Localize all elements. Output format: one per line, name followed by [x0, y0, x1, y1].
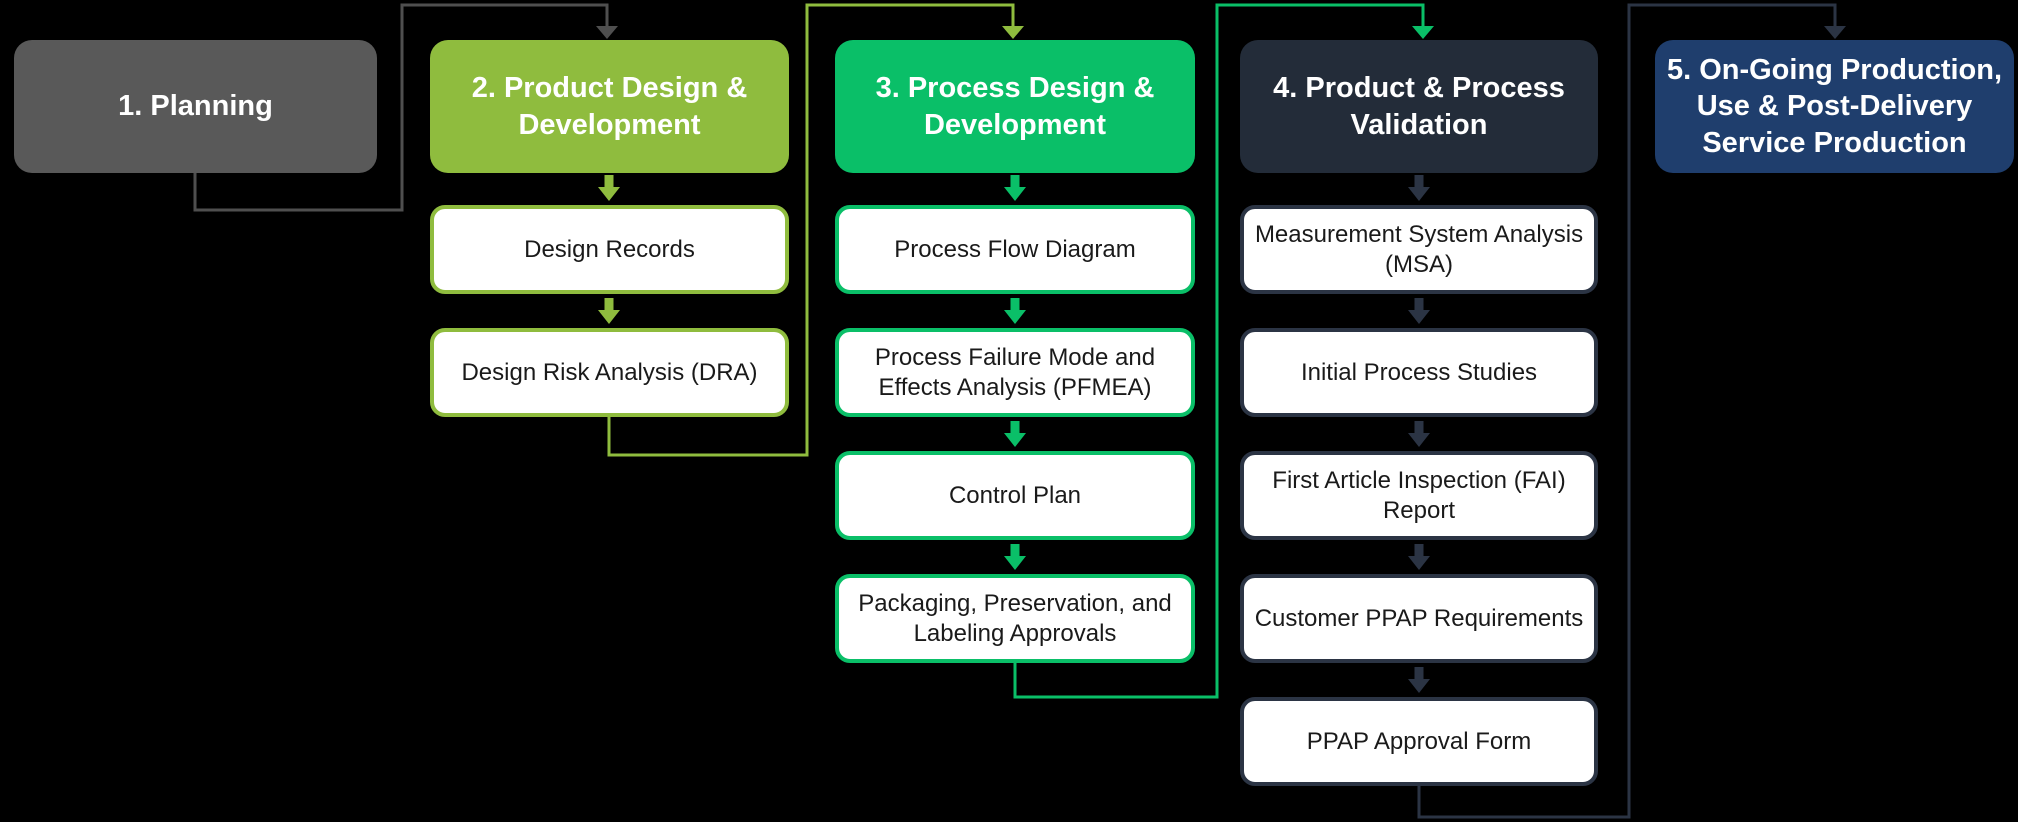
down-arrow-icon	[1004, 298, 1026, 324]
item-label: Initial Process Studies	[1300, 358, 1538, 386]
arrowhead-down-icon	[1412, 26, 1434, 39]
item-label: PPAP Approval Form	[1306, 727, 1532, 755]
phase-3-header: 3. Process Design & Development	[835, 40, 1195, 173]
down-arrow-icon	[1408, 544, 1430, 570]
phase-5-label-line: Service Production	[1702, 126, 1967, 159]
item-msa: Measurement System Analysis (MSA)	[1240, 205, 1598, 294]
item-label: Process Failure Mode and Effects Analysi…	[874, 343, 1156, 401]
phase-5-label: 5. On-Going Production, Use & Post-Deliv…	[1667, 52, 2002, 162]
arrowhead-down-icon	[1002, 26, 1024, 39]
connector-phase2-to-phase3	[607, 3, 1024, 457]
phase-4-label: 4. Product & Process Validation	[1273, 71, 1565, 141]
connector-phase4-to-phase5	[1417, 3, 1846, 819]
down-arrow-icon	[1408, 421, 1430, 447]
item-label: Design Records	[524, 235, 695, 263]
phase-3-label: 3. Process Design & Development	[875, 71, 1155, 141]
item-fai-report: First Article Inspection (FAI) Report	[1240, 451, 1598, 540]
down-arrow-icon	[1408, 175, 1430, 201]
item-label: First Article Inspection (FAI) Report	[1272, 466, 1566, 524]
phase-5-header: 5. On-Going Production, Use & Post-Deliv…	[1655, 40, 2014, 173]
item-label: Customer PPAP Requirements	[1254, 604, 1584, 632]
phase-2-header: 2. Product Design & Development	[430, 40, 789, 173]
phase-2-label: 2. Product Design & Development	[471, 71, 748, 141]
item-pfmea: Process Failure Mode and Effects Analysi…	[835, 328, 1195, 417]
down-arrow-icon	[598, 175, 620, 201]
down-arrow-icon	[1408, 298, 1430, 324]
down-arrow-icon	[1004, 544, 1026, 570]
connector-phase3-to-phase4	[1013, 3, 1434, 699]
connector-line	[607, 3, 1015, 457]
item-ppap-approval-form: PPAP Approval Form	[1240, 697, 1598, 786]
item-label: Packaging, Preservation, and Labeling Ap…	[858, 589, 1172, 647]
phase-5-label-line: 5. On-Going Production,	[1666, 53, 2003, 86]
inter-box-arrows	[598, 175, 1430, 693]
item-label: Design Risk Analysis (DRA)	[461, 358, 758, 386]
connector-line	[1417, 3, 1837, 819]
down-arrow-icon	[1004, 175, 1026, 201]
item-design-records: Design Records	[430, 205, 789, 294]
phase-4-header: 4. Product & Process Validation	[1240, 40, 1598, 173]
item-label: Measurement System Analysis (MSA)	[1254, 220, 1584, 278]
connector-phase1-to-phase2	[193, 3, 618, 212]
phase-1-label: 1. Planning	[118, 90, 273, 123]
connector-line	[1013, 3, 1425, 699]
down-arrow-icon	[598, 298, 620, 324]
arrowhead-down-icon	[596, 26, 618, 39]
item-control-plan: Control Plan	[835, 451, 1195, 540]
item-customer-ppap-requirements: Customer PPAP Requirements	[1240, 574, 1598, 663]
down-arrow-icon	[1004, 421, 1026, 447]
arrowhead-down-icon	[1824, 26, 1846, 39]
down-arrow-icon	[1408, 667, 1430, 693]
phase-1-header: 1. Planning	[14, 40, 377, 173]
item-packaging-labeling-approvals: Packaging, Preservation, and Labeling Ap…	[835, 574, 1195, 663]
item-label: Control Plan	[948, 481, 1082, 509]
phase-5-label-line: Use & Post-Delivery	[1696, 90, 1973, 123]
item-label: Process Flow Diagram	[894, 235, 1136, 263]
connector-line	[193, 3, 609, 212]
item-initial-process-studies: Initial Process Studies	[1240, 328, 1598, 417]
item-process-flow-diagram: Process Flow Diagram	[835, 205, 1195, 294]
item-design-risk-analysis: Design Risk Analysis (DRA)	[430, 328, 789, 417]
